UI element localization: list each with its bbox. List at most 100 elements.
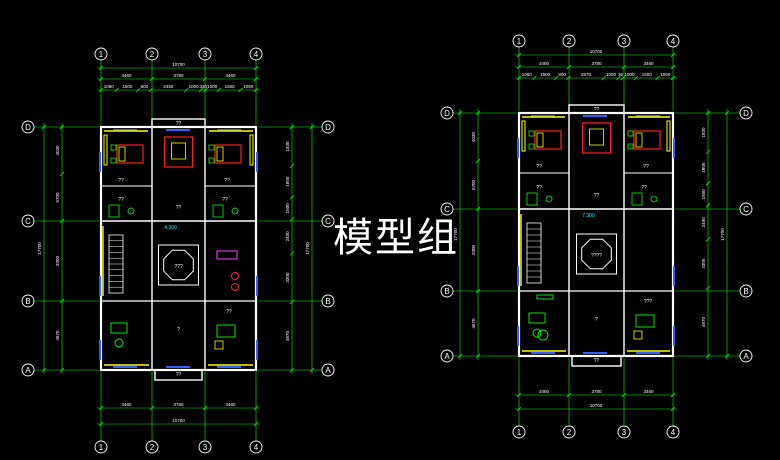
watermark-text: 模型组 [333,215,459,261]
dim-left-axes-label: 3300 [55,255,60,266]
dim-top-axes-tick [516,64,522,70]
dim-right-total-label: 17700 [305,242,310,255]
dim-right-detail-label: 3300 [701,258,706,269]
dim-right-detail-label: 2400 [701,217,706,228]
dim-right-detail-label: 1500 [285,203,290,214]
dim-top-axes-label: 3460 [539,61,550,66]
dim-top-detail-label: 330 [200,84,208,89]
dim-top-total-tick [253,65,259,71]
dim-right-detail-tick [289,251,295,256]
dim-top-detail-tick [633,75,639,81]
axis-bubble-left-B-label: B [25,297,30,306]
dim-top-detail-tick [114,87,119,93]
dim-right-total-tick [724,353,730,359]
bottom-entrance [154,369,203,381]
dim-top-detail-tick [620,75,626,81]
axis-bubble-left-C-label: C [25,217,31,226]
dim-left-axes-label: 5700 [55,192,60,203]
axis-bubble-left-B-circle [440,284,454,298]
axis-bubble-bottom-2-circle [145,440,159,454]
bed-right [214,144,242,164]
dim-top-detail-label: 2570 [581,72,592,77]
dim-top-total-label: 10700 [172,62,185,67]
axis-bubble-top-2-label: 2 [150,50,155,59]
sofa-bottom-right [216,324,236,338]
room-mark: ?? [536,164,542,170]
dim-right-detail-tick [705,181,711,186]
axis-bubble-bottom-1-label: 1 [517,428,522,437]
room-mark: ??? [174,264,183,270]
dim-top-axes-tick [566,64,572,70]
dim-right-detail-label: 2400 [285,231,290,242]
axis-bubble-right-B-circle [739,284,753,298]
dim-left-total-tick [41,367,47,373]
dim-top-detail-tick [670,75,676,81]
table-bottom-right [633,330,643,340]
dim-left-axes-tick [475,288,481,294]
dim-top-axes-label: 3460 [225,73,236,78]
room-mark: ?? [594,107,600,113]
dim-left-axes-tick [59,171,65,177]
bed-left-nightstand [110,144,117,151]
atrium-octagon [581,238,612,270]
axis-bubble-left-C-circle [21,214,35,228]
axis-bubble-left-A-label: A [25,366,31,375]
axis-bubble-top-4-label: 4 [671,37,676,46]
dim-top-detail-tick [532,75,537,81]
dim-bottom-total-label: 10700 [590,403,603,408]
axis-bubble-bottom-3-label: 3 [622,428,627,437]
dim-top-detail-tick [601,75,606,81]
axis-bubble-bottom-4-label: 4 [254,443,259,452]
axis-bubble-bottom-4-circle [666,425,680,439]
dim-bottom-axes-label: 3780 [173,402,184,407]
dim-top-detail-label: 1500 [642,72,653,77]
desk-center [163,136,194,168]
axis-bubble-top-2-circle [145,47,159,61]
dim-left-total-tick [457,353,463,359]
axis-bubble-bottom-3-circle [617,425,631,439]
dim-top-detail-label: 2450 [163,84,174,89]
bed-right-nightstand [627,130,634,137]
dim-left-axes-tick [475,158,481,164]
axis-bubble-right-D-circle [321,120,335,134]
axis-bubble-top-1-circle [94,47,108,61]
axis-bubble-bottom-3-label: 3 [203,443,208,452]
room-mark: ?? [118,197,124,203]
dim-top-detail-tick [216,87,222,93]
bath-fixture [526,192,538,206]
dim-bottom-axes-tick [202,405,208,411]
dim-left-axes-label: 4030 [55,145,60,156]
dim-right-detail-tick [289,195,295,200]
toilet [127,207,135,215]
dim-left-axes-tick [475,110,481,116]
dim-bottom-axes-tick [149,405,155,411]
room-mark: ?? [176,205,182,211]
axis-bubble-top-1-circle [512,34,526,48]
dim-bottom-total-tick [670,406,676,412]
axis-bubble-top-1-label: 1 [99,50,104,59]
wardrobe [249,134,254,166]
axis-bubble-right-C-circle [321,214,335,228]
room-mark: ?? [176,372,182,378]
axis-bubble-left-D-label: D [444,109,450,118]
dim-right-detail-tick [705,149,711,155]
dim-top-detail-tick [148,87,153,93]
desk-chair [171,142,186,160]
axis-bubble-left-D-circle [440,106,454,120]
dim-bottom-axes-label: 3460 [643,389,654,394]
dim-top-axes-tick [621,64,627,70]
axis-bubble-bottom-1-circle [94,440,108,454]
dim-left-axes-label: 4670 [471,318,476,329]
dim-top-detail-tick [565,75,571,81]
dim-right-detail-label: 4670 [285,330,290,341]
dim-top-detail-label: 900 [141,84,149,89]
axis-bubble-left-A-circle [21,363,35,377]
dim-bottom-total-tick [253,421,259,427]
bed-right-nightstand [208,144,215,151]
atrium-octagon [163,249,194,281]
axis-bubble-top-2-circle [562,34,576,48]
axis-bubble-top-4-circle [249,47,263,61]
axis-bubble-top-3-label: 3 [622,37,627,46]
dim-top-detail-label: 1000 [624,72,635,77]
